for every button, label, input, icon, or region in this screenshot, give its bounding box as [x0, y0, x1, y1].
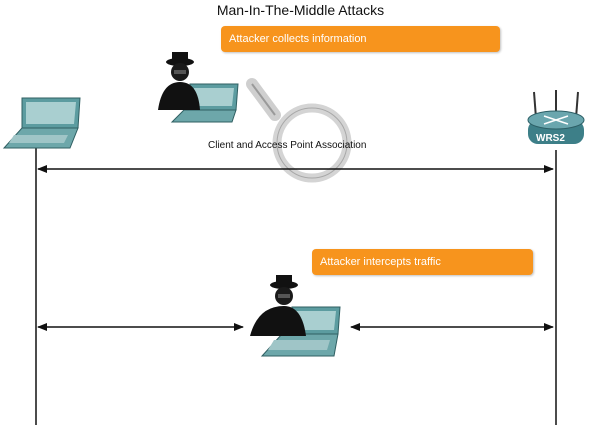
attacker-bottom-icon — [250, 275, 341, 357]
banner-collects-information: Attacker collects information — [221, 26, 500, 52]
magnifier-icon — [246, 78, 352, 183]
banner-intercepts-traffic: Attacker intercepts traffic — [312, 249, 533, 275]
router-label: WRS2 — [536, 133, 565, 144]
page-title: Man-In-The-Middle Attacks — [216, 2, 385, 18]
attacker-top-icon — [158, 52, 239, 123]
client-laptop-icon — [2, 97, 81, 149]
association-label: Client and Access Point Association — [208, 140, 367, 151]
router-icon — [527, 90, 585, 144]
